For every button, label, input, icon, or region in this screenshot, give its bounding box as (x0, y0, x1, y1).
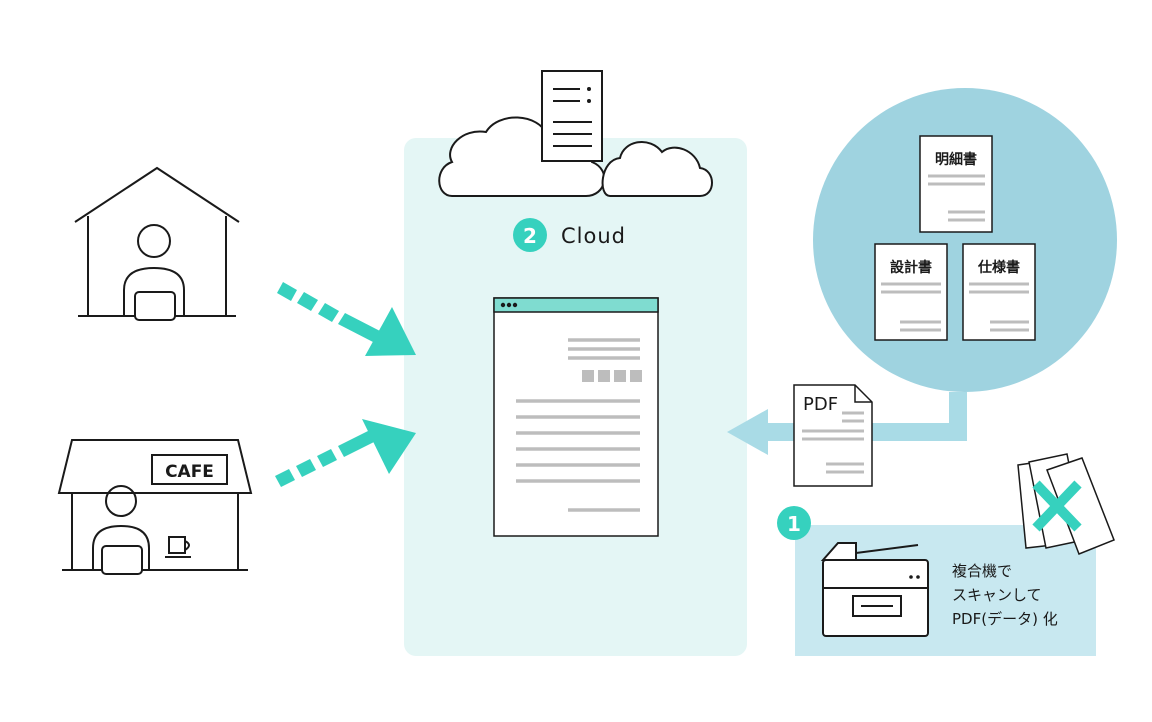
discarded-papers-icon (1017, 453, 1115, 555)
document-shiyou (962, 243, 1036, 341)
cloud-document-window (493, 297, 659, 537)
cafe-sign (151, 454, 228, 485)
step-2-badge (513, 218, 547, 252)
pdf-file-icon (793, 384, 873, 487)
person-head (105, 485, 137, 517)
document-meisai-title: 明細書 (935, 151, 977, 168)
pdf-label: PDF (803, 394, 838, 415)
home-to-cloud-arrow (277, 282, 416, 356)
window-titlebar (493, 297, 659, 313)
documents-circle (813, 88, 1117, 392)
home-icon (74, 166, 240, 321)
window-dot-icon (506, 302, 512, 308)
laptop-icon (134, 291, 176, 321)
cloud-label: Cloud (561, 224, 626, 248)
cloud-icon (438, 70, 713, 197)
step-1-number: 1 (787, 512, 801, 536)
document-sekkei-title: 設計書 (890, 259, 932, 276)
window-dot-icon (500, 302, 506, 308)
server-icon (541, 70, 603, 162)
coffee-cup-icon (168, 536, 186, 554)
document-meisai (919, 135, 993, 233)
cafe-to-cloud-arrow (275, 419, 416, 487)
cross-icon (1032, 480, 1082, 532)
printer-icon (820, 542, 929, 637)
cafe-icon (57, 439, 253, 575)
scan-text-line1: 複合機で (952, 562, 1012, 580)
person-head (137, 224, 171, 258)
document-sekkei (874, 243, 948, 341)
step-1-badge (777, 506, 811, 540)
scan-text-line3: PDF(データ) 化 (952, 610, 1058, 628)
scan-text-line2: スキャンして (952, 586, 1042, 604)
laptop-icon (101, 545, 143, 575)
window-dot-icon (512, 302, 518, 308)
step-2-number: 2 (523, 224, 537, 248)
cafe-sign-text: CAFE (165, 462, 214, 482)
document-shiyou-title: 仕様書 (977, 259, 1020, 276)
